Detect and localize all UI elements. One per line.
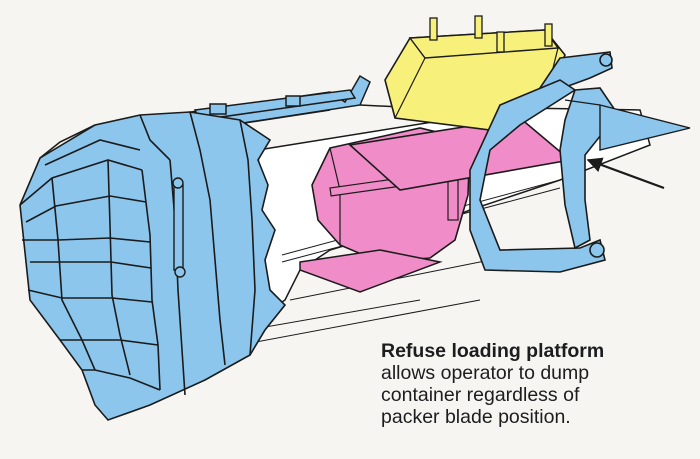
caption-line: container regardless of	[381, 384, 580, 406]
caption-line: allows operator to dump	[381, 362, 590, 384]
packer-body	[19, 111, 287, 421]
tailgate	[564, 99, 691, 151]
arrow-icon	[586, 157, 665, 190]
caption-line: packer blade position.	[381, 406, 571, 428]
caption-title: Refuse loading platform	[381, 340, 605, 362]
caption: Refuse loading platform allows operator …	[381, 340, 681, 428]
